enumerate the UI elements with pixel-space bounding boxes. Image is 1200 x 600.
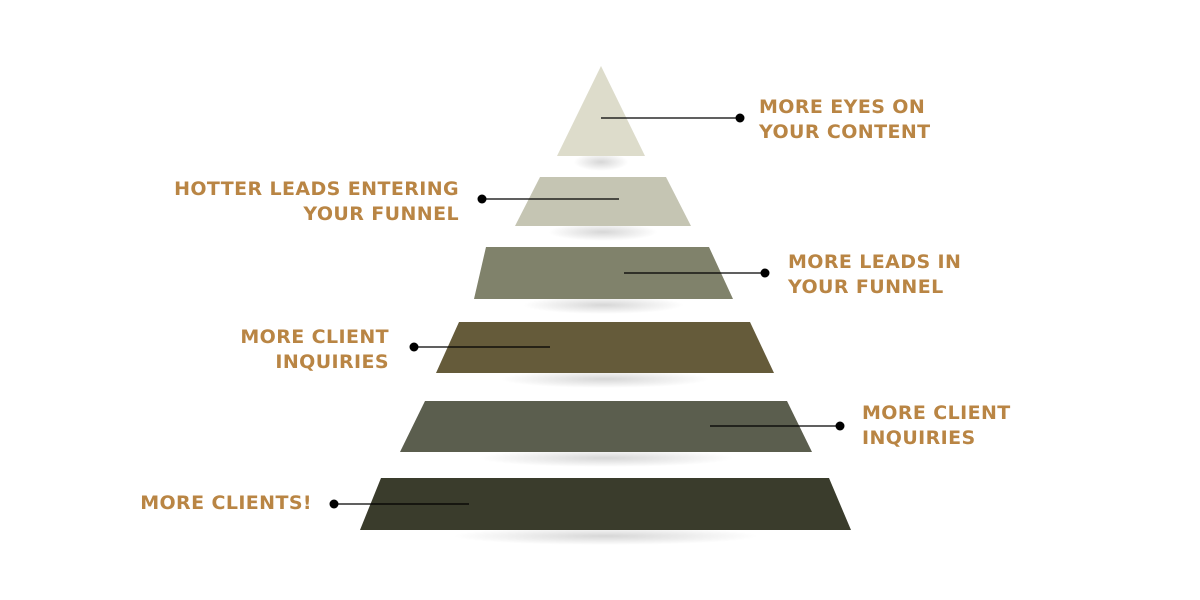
tier-2-label-line-1: HOTTER LEADS ENTERING [174, 178, 459, 200]
tier-1-label: MORE EYES ON YOUR CONTENT [759, 95, 931, 145]
pyramid-tier-5 [400, 401, 812, 452]
tier-1-label-line-1: MORE EYES ON [759, 96, 926, 118]
tier-5-label: MORE CLIENT INQUIRIES [862, 401, 1011, 451]
tier-6-shadow [453, 527, 758, 545]
tier-5-shadow [478, 449, 734, 467]
tier-5-label-line-2: INQUIRIES [862, 427, 976, 449]
tier-2-label-line-2: YOUR FUNNEL [303, 203, 459, 225]
pyramid-tier-3 [474, 247, 733, 299]
tier-4-label-line-1: MORE CLIENT [240, 326, 389, 348]
tier-2-connector-dot [477, 194, 487, 204]
pyramid-tier-2 [515, 177, 691, 226]
tier-6-connector-dot [329, 499, 339, 509]
tier-3-label-line-2: YOUR FUNNEL [788, 276, 944, 298]
tier-5-connector-dot [835, 421, 845, 431]
tier-3-connector-dot [760, 268, 770, 278]
tier-4-label: MORE CLIENT INQUIRIES [240, 325, 389, 375]
tier-1-connector-dot [735, 113, 745, 123]
tier-4-label-line-2: INQUIRIES [275, 351, 389, 373]
tier-6-label: MORE CLIENTS! [140, 491, 312, 516]
pyramid-tier-1 [557, 66, 645, 156]
tier-1-label-line-2: YOUR CONTENT [759, 121, 931, 143]
tier-3-label: MORE LEADS IN YOUR FUNNEL [788, 250, 961, 300]
tier-4-connector-dot [409, 342, 419, 352]
tier-1-shadow [573, 153, 629, 171]
tier-6-label-line-1: MORE CLIENTS! [140, 492, 312, 514]
pyramid-tier-6 [360, 478, 851, 530]
tier-2-shadow [548, 223, 658, 241]
tier-2-label: HOTTER LEADS ENTERING YOUR FUNNEL [174, 177, 459, 227]
tier-3-shadow [523, 296, 684, 314]
tier-3-label-line-1: MORE LEADS IN [788, 251, 962, 273]
tier-5-label-line-1: MORE CLIENT [862, 402, 1011, 424]
pyramid-tier-4 [436, 322, 774, 373]
tier-4-shadow [500, 370, 710, 388]
